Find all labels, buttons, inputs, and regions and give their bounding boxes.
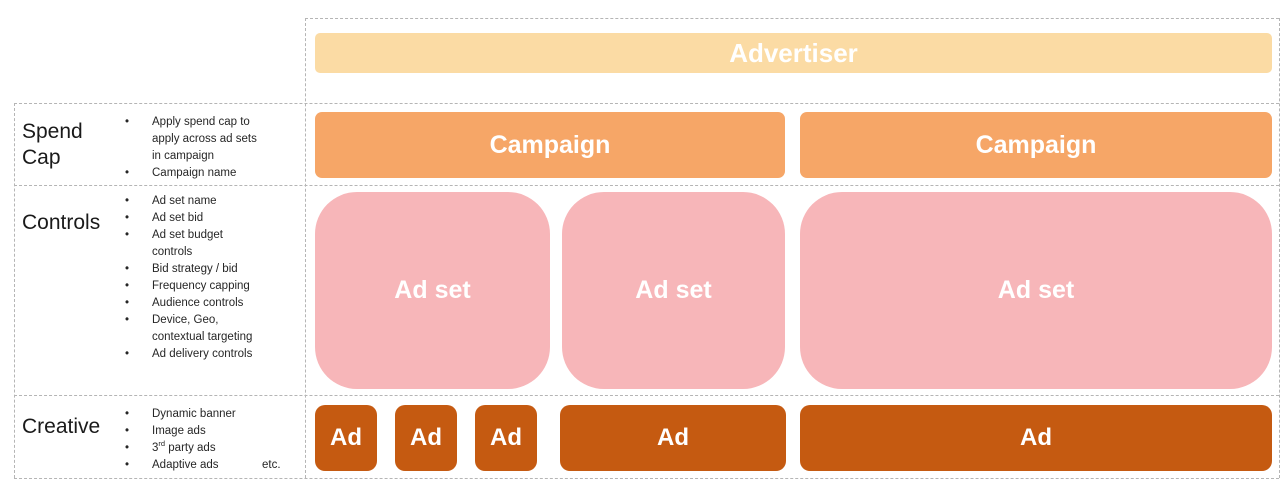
bullet-text: Ad set budget controls: [152, 229, 223, 258]
bullet-text: Campaign name: [152, 167, 237, 179]
ad-set-box-2: Ad set: [562, 192, 785, 389]
bullet-item: Bid strategy / bid: [118, 261, 258, 278]
ad-box-4: Ad: [560, 405, 786, 471]
bullet-text: Ad set name: [152, 195, 217, 207]
bullet-text: Image ads: [152, 425, 206, 437]
divider-row-controls: [14, 185, 1279, 186]
divider-left-edge: [14, 103, 15, 478]
bullet-item: Device, Geo, contextual targeting: [118, 312, 258, 346]
divider-row-spend-cap: [14, 103, 1279, 104]
ad-label: Ad: [657, 424, 689, 451]
spend-cap-bullet-list: Apply spend cap to apply across ad sets …: [118, 114, 258, 182]
row-title-spend-cap: Spend Cap: [22, 120, 83, 169]
bullet-text: Dynamic banner: [152, 408, 236, 420]
row-title-creative: Creative: [22, 415, 101, 438]
bullet-text: Ad delivery controls: [152, 348, 253, 360]
campaign-box-1: Campaign: [315, 112, 785, 178]
bullet-text: Ad set bid: [152, 212, 204, 224]
ad-label: Ad: [410, 424, 442, 451]
campaign-box-2: Campaign: [800, 112, 1272, 178]
bullet-item: Image ads: [118, 423, 258, 440]
ad-box-5: Ad: [800, 405, 1272, 471]
bullet-item: Campaign name: [118, 165, 258, 182]
campaign-label: Campaign: [489, 130, 611, 159]
bullet-text: Frequency capping: [152, 280, 250, 292]
bullet-item: Ad set bid: [118, 210, 258, 227]
bullet-item: Dynamic banner: [118, 406, 258, 423]
divider-bottom: [14, 478, 1279, 479]
divider-top: [305, 18, 1279, 19]
advertiser-box: Advertiser: [315, 33, 1272, 73]
bullet-item: 3rd party ads: [118, 440, 258, 457]
bullet-text: 3: [152, 442, 159, 454]
divider-label-column: [305, 18, 306, 478]
bullet-item: Frequency capping: [118, 278, 258, 295]
ad-set-label: Ad set: [635, 276, 712, 304]
ad-label: Ad: [490, 424, 522, 451]
ad-box-2: Ad: [395, 405, 457, 471]
campaign-label: Campaign: [975, 130, 1097, 159]
bullet-text: Audience controls: [152, 297, 244, 309]
bullet-text: Device, Geo, contextual targeting: [152, 314, 253, 343]
creative-bullet-list: Dynamic banner Image ads 3rd party ads A…: [118, 406, 281, 474]
bullet-item: Audience controls: [118, 295, 258, 312]
bullet-item: Apply spend cap to apply across ad sets …: [118, 114, 258, 165]
bullet-item: Adaptive ads etc.: [118, 457, 281, 474]
etc-label: etc.: [262, 459, 281, 471]
row-title-controls: Controls: [22, 211, 101, 234]
ordinal-suffix: rd: [158, 439, 166, 449]
ad-box-3: Ad: [475, 405, 537, 471]
divider-row-creative: [14, 395, 1279, 396]
bullet-item: Ad set budget controls: [118, 227, 258, 261]
advertiser-label: Advertiser: [729, 37, 858, 68]
ad-label: Ad: [330, 424, 362, 451]
bullet-item: Ad set name: [118, 193, 258, 210]
ad-set-label: Ad set: [997, 276, 1075, 304]
ad-set-label: Ad set: [394, 276, 471, 304]
bullet-text: Adaptive ads: [152, 459, 219, 471]
ad-set-box-3: Ad set: [800, 192, 1272, 389]
bullet-text: Bid strategy / bid: [152, 263, 238, 275]
ad-set-box-1: Ad set: [315, 192, 550, 389]
ad-box-1: Ad: [315, 405, 377, 471]
controls-bullet-list: Ad set name Ad set bid Ad set budget con…: [118, 193, 258, 363]
bullet-text: Apply spend cap to apply across ad sets …: [152, 116, 257, 162]
ad-label: Ad: [1020, 424, 1052, 451]
bullet-text: party ads: [165, 442, 216, 454]
bullet-item: Ad delivery controls: [118, 346, 258, 363]
